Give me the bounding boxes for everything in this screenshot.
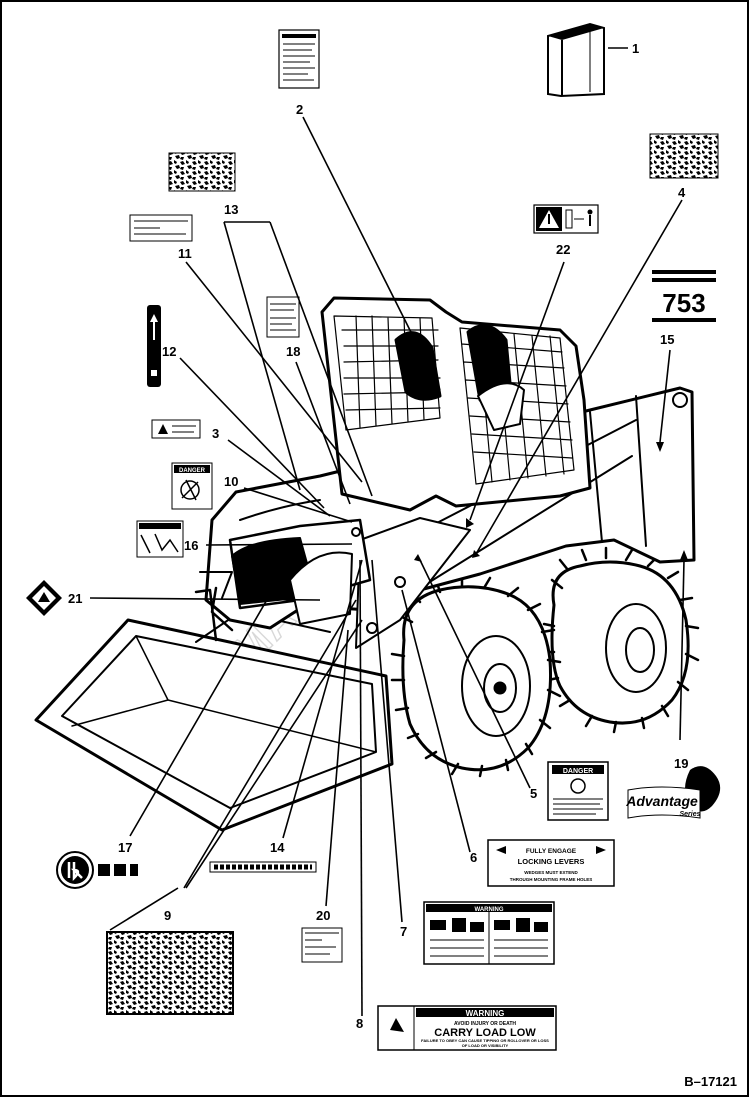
decal-9-noise [106, 931, 234, 1015]
callout-10: 10 [224, 474, 238, 489]
decal-2 [278, 29, 320, 89]
callout-12: 12 [162, 344, 176, 359]
decal-5-danger: DANGER [547, 761, 609, 821]
diamond-warning-icon [26, 580, 62, 616]
decal-6-locking-levers: FULLY ENGAGE LOCKING LEVERS WEDGES MUST … [487, 839, 615, 887]
figure-id: B–17121 [684, 1074, 737, 1089]
callout-5: 5 [530, 786, 537, 801]
advantage-logo: Advantage Series [625, 766, 721, 819]
callout-11: 11 [178, 246, 192, 261]
callout-9: 9 [164, 908, 171, 923]
decal-10-title: DANGER [179, 468, 206, 474]
ir-logo-icon [56, 851, 138, 889]
callout-17: 17 [118, 840, 132, 855]
decal-8-title: WARNING [466, 1009, 505, 1018]
decal-3 [151, 419, 201, 439]
callout-15: 15 [660, 332, 674, 347]
carry-load-low-text: CARRY LOAD LOW [434, 1027, 536, 1039]
callout-4: 4 [678, 185, 686, 200]
locking-levers-text: LOCKING LEVERS [518, 857, 585, 866]
decal-18 [266, 296, 300, 338]
advantage-text: Advantage [625, 793, 698, 809]
safety-manual-box-icon [547, 22, 605, 98]
decal-10-danger: DANGER [171, 462, 213, 510]
callout-1: 1 [632, 41, 639, 56]
skid-steer-loader [34, 296, 700, 832]
carry-note-1: FAILURE TO OBEY CAN CAUSE TIPPING OR ROL… [421, 1038, 549, 1043]
leader-lines [89, 47, 685, 1017]
wedges-text: WEDGES MUST EXTEND [524, 870, 578, 875]
model-number: 753 [662, 288, 705, 318]
callout-13: 13 [224, 202, 238, 217]
series-text: Series [679, 811, 700, 818]
decal-16-warning [136, 520, 184, 558]
callout-3: 3 [212, 426, 219, 441]
callout-21: 21 [68, 591, 82, 606]
decal-20 [301, 927, 343, 963]
decal-14-strip [209, 861, 317, 873]
callout-19: 19 [674, 756, 688, 771]
callout-2: 2 [296, 102, 303, 117]
callout-16: 16 [184, 538, 198, 553]
callout-22: 22 [556, 242, 570, 257]
fully-engage-text: FULLY ENGAGE [526, 848, 577, 855]
decal-5-title: DANGER [563, 768, 593, 775]
avoid-injury-text: AVOID INJURY OR DEATH [454, 1021, 516, 1027]
callout-7: 7 [400, 924, 407, 939]
leader-arrowheads [414, 442, 688, 562]
decal-13-noise [168, 152, 236, 192]
callout-14: 14 [270, 840, 285, 855]
model-decal: 753 [652, 270, 716, 322]
callout-20: 20 [316, 908, 330, 923]
decal-7-warning: WARNING [423, 901, 555, 965]
hazard-pictogram-icon [533, 204, 599, 234]
callout-6: 6 [470, 850, 477, 865]
decal-4-noise [649, 133, 719, 179]
decal-7-title: WARNING [475, 907, 504, 913]
decal-8-carry-load-low: WARNING AVOID INJURY OR DEATH CARRY LOAD… [377, 1005, 557, 1051]
callout-numbers: 1 2 3 4 5 6 7 8 9 10 11 12 13 14 15 16 1… [68, 41, 688, 1031]
callout-18: 18 [286, 344, 300, 359]
callout-8: 8 [356, 1016, 363, 1031]
rear-wheel [542, 546, 700, 734]
decal-11 [129, 214, 193, 242]
carry-note-2: OF LOAD OR VISIBILITY [462, 1043, 509, 1048]
decal-12-strip [147, 305, 161, 387]
holes-text: THROUGH MOUNTING FRAME HOLES [510, 877, 593, 882]
